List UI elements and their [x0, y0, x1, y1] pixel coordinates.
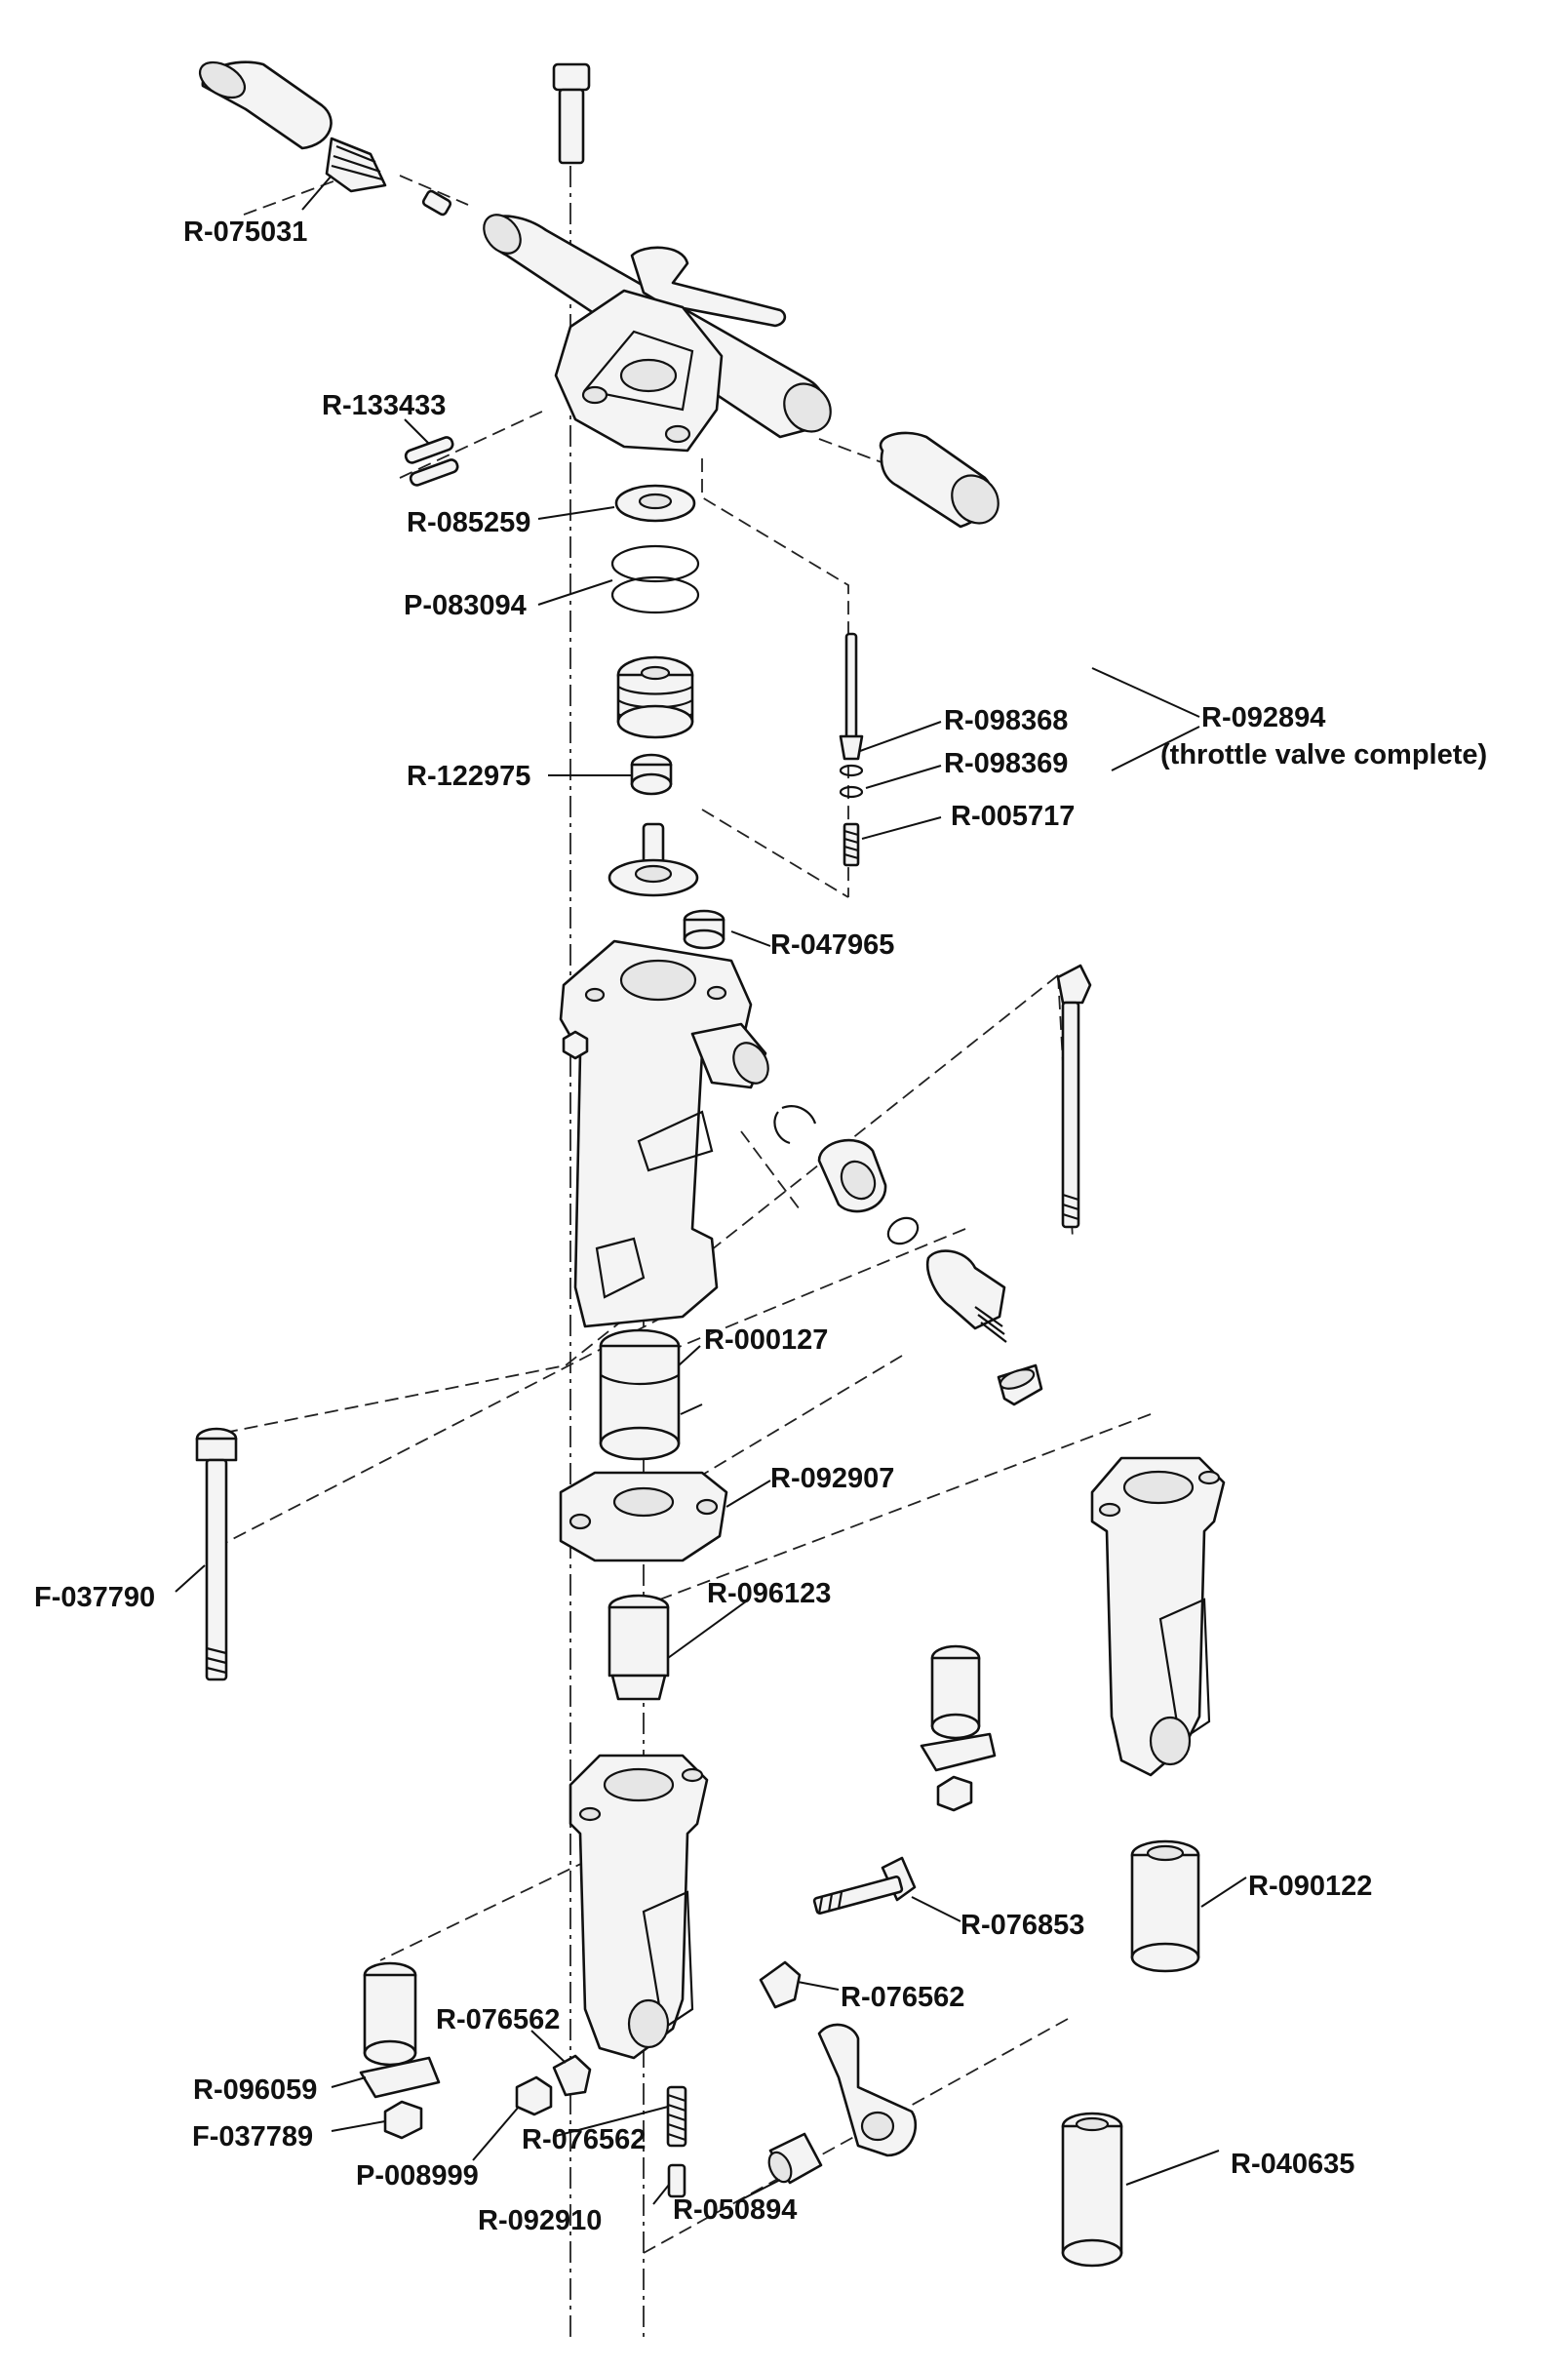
bushing-r122975	[630, 753, 673, 796]
label-r092907: R-092907	[770, 1463, 894, 1494]
label-r076562-left: R-076562	[436, 2004, 560, 2035]
valve-piston	[616, 655, 694, 739]
long-bolt-right	[1056, 964, 1092, 1229]
throttle-valve-parts	[839, 632, 864, 867]
retainer-parts-left	[359, 1961, 441, 2140]
o-rings-p083094	[610, 544, 700, 614]
label-r005717: R-005717	[951, 801, 1075, 832]
label-f037790: F-037790	[34, 1582, 155, 1613]
label-r000127: R-000127	[704, 1324, 828, 1356]
valve-chest-r092907	[559, 1471, 728, 1562]
label-r076562-spring: R-076562	[522, 2124, 646, 2155]
inlet-fittings	[773, 1105, 1043, 1406]
label-r047965: R-047965	[770, 929, 894, 961]
dowel-pins	[404, 436, 459, 487]
spring-and-pin	[666, 2085, 687, 2198]
label-r096059: R-096059	[193, 2074, 317, 2106]
valve-stem	[608, 822, 699, 897]
cylinder	[559, 939, 769, 1328]
label-r040635: R-040635	[1231, 2149, 1354, 2180]
label-f037789: F-037789	[192, 2121, 313, 2153]
label-r090122: R-090122	[1248, 1871, 1372, 1902]
bolt-r076853	[812, 1856, 917, 1916]
label-r076853: R-076853	[960, 1910, 1084, 1941]
latch-lever	[817, 2023, 918, 2157]
washer-r085259	[614, 484, 696, 523]
label-r133433: R-133433	[322, 390, 446, 421]
bushing-r050894	[767, 2132, 823, 2185]
label-p008999: P-008999	[356, 2160, 479, 2192]
label-r098368: R-098368	[944, 705, 1068, 736]
sleeve-r090122	[1130, 1839, 1200, 1973]
top-handle-assembly	[198, 60, 1000, 529]
retainer-parts-right	[920, 1644, 997, 1812]
front-head-left	[568, 1754, 709, 2060]
label-throttle-valve-complete: (throttle valve complete)	[1160, 739, 1487, 770]
leader-lines	[175, 175, 1247, 2205]
label-p083094: P-083094	[404, 590, 527, 621]
long-bolt-left	[195, 1427, 238, 1681]
sleeve-r040635	[1061, 2112, 1123, 2268]
label-r096123: R-096123	[707, 1578, 831, 1609]
bushing-r096123	[608, 1594, 670, 1701]
part-labels: R-075031 R-133433 R-085259 P-083094 R-12…	[34, 217, 1487, 2236]
label-r098369: R-098369	[944, 748, 1068, 779]
front-head-right	[1090, 1456, 1226, 1777]
label-r122975: R-122975	[407, 761, 530, 792]
label-r075031: R-075031	[183, 217, 307, 248]
label-r076562-right: R-076562	[841, 1982, 964, 2013]
top-bolt	[552, 62, 591, 165]
label-r092910: R-092910	[478, 2205, 602, 2236]
cap-nut-right	[759, 1960, 802, 2009]
label-r085259: R-085259	[407, 507, 530, 538]
label-r050894: R-050894	[673, 2194, 797, 2226]
cap-nut-left	[515, 2054, 592, 2116]
piston-r000127	[599, 1328, 681, 1461]
label-r092894: R-092894	[1201, 702, 1325, 733]
bushing-r047965	[683, 909, 725, 950]
